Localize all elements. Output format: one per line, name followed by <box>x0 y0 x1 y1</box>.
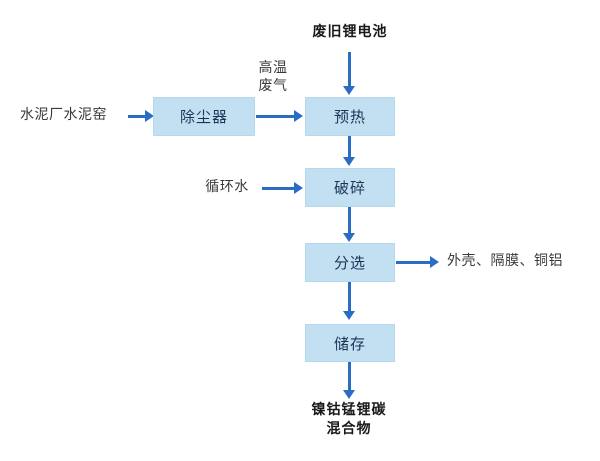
label-byproducts: 外壳、隔膜、铜铝 <box>447 253 563 269</box>
arrow-kiln-to-dust-collector <box>128 115 147 118</box>
node-dust-collector-label: 除尘器 <box>179 108 228 126</box>
label-circulating-water: 循环水 <box>205 179 249 195</box>
node-sort[interactable]: 分选 <box>305 243 395 282</box>
arrowhead-crush-to-sort <box>343 233 355 242</box>
arrowhead-sort-to-storage <box>343 311 355 320</box>
arrowhead-water-to-crush <box>294 182 303 194</box>
label-product-line1: 镍钴锰锂碳 <box>311 402 387 418</box>
label-battery-input: 废旧锂电池 <box>312 24 388 40</box>
node-crush[interactable]: 破碎 <box>305 168 395 207</box>
arrowhead-preheat-to-crush <box>343 157 355 166</box>
node-crush-label: 破碎 <box>333 179 366 197</box>
arrow-preheat-to-crush <box>348 136 351 159</box>
label-cement-kiln-input: 水泥厂水泥窑 <box>20 107 107 123</box>
node-dust-collector[interactable]: 除尘器 <box>153 97 255 136</box>
node-sort-label: 分选 <box>333 254 366 272</box>
label-product-line2: 混合物 <box>326 421 372 437</box>
arrowhead-sort-to-byproducts <box>430 256 439 268</box>
arrowhead-dust-collector-to-preheat <box>294 110 303 122</box>
node-preheat[interactable]: 预热 <box>305 97 395 136</box>
arrow-battery-to-preheat <box>348 52 351 88</box>
arrow-water-to-crush <box>262 187 296 190</box>
arrow-sort-to-byproducts <box>396 261 432 264</box>
arrow-crush-to-sort <box>348 207 351 235</box>
node-storage[interactable]: 储存 <box>305 324 395 362</box>
arrowhead-storage-to-product <box>343 390 355 399</box>
label-hot-exhaust-line2: 废气 <box>258 78 288 94</box>
node-storage-label: 储存 <box>333 334 366 353</box>
arrow-sort-to-storage <box>348 282 351 312</box>
label-hot-exhaust-line1: 高温 <box>258 60 288 76</box>
arrow-dust-collector-to-preheat <box>256 115 296 118</box>
arrowhead-battery-to-preheat <box>343 86 355 95</box>
node-preheat-label: 预热 <box>333 108 366 126</box>
arrow-storage-to-product <box>348 362 351 392</box>
arrowhead-kiln-to-dust-collector <box>145 110 154 122</box>
